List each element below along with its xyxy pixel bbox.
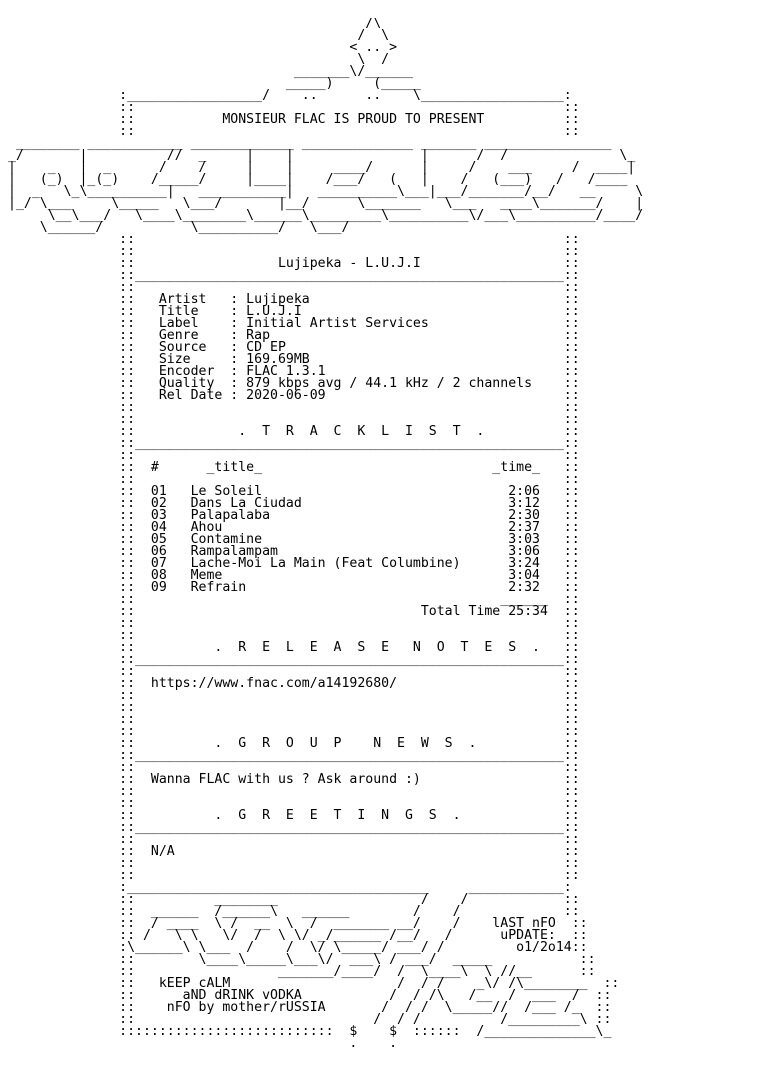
nfo-line: :: 03 Palapalaba 2:30 :: — [8, 508, 580, 523]
nfo-text: /\ / \ < .. > \ / _______\/______ — [8, 18, 760, 1084]
nfo-line: :: ________ / / :: — [8, 892, 580, 907]
nfo-line: < .. > — [8, 40, 398, 55]
nfo-line: _______\/______ — [8, 64, 413, 79]
nfo-line: :: . G R O U P N E W S . :: — [8, 736, 580, 751]
nfo-line: :: 06 Rampalampam 3:06 :: — [8, 544, 580, 559]
nfo-line: \__\___/ \____\________\______\_________… — [8, 208, 644, 223]
nfo-line: :: N/A :: — [8, 844, 580, 859]
nfo-line: :: Total Time 25:34 :: — [8, 604, 580, 619]
nfo-line: :: / \ \ \/ / \ \/ _/______ /__/ / uPDAT… — [8, 928, 588, 943]
nfo-line: :: :: — [8, 124, 580, 139]
nfo-line: :: 07 Lache-Moi La Main (Feat Columbine)… — [8, 556, 580, 571]
nfo-line: :: Wanna FLAC with us ? Ask around :) :: — [8, 772, 580, 787]
nfo-line: :: :: — [8, 712, 580, 727]
nfo-line: :: ______ :: — [8, 592, 580, 607]
nfo-line: :: Quality : 879 kbps avg / 44.1 kHz / 2… — [8, 376, 580, 391]
nfo-line: :: Size : 169.69MB :: — [8, 352, 580, 367]
nfo-line: :: :: — [8, 784, 580, 799]
nfo-line: ::______________________________________… — [8, 748, 580, 763]
nfo-line: :: :: — [8, 688, 580, 703]
nfo-line: |_/ \___ \_____ \___/ |__/ \_______ \___… — [8, 196, 644, 211]
nfo-line: :: :: — [8, 232, 580, 247]
nfo-line: :: # _title_ _time_ :: — [8, 460, 580, 475]
nfo-line: | _ | _ / / | | ____/ | / ___ / ____| — [8, 160, 636, 175]
nfo-line: . . — [8, 1036, 612, 1051]
nfo-line: _/ | // _ | | | / / \_ — [8, 148, 636, 163]
nfo-line: _____) (_____ — [8, 76, 421, 91]
nfo-line: ::::::::::::::::::::::::::: $ $ :::::: /… — [8, 1024, 612, 1039]
nfo-line: :: 09 Refrain 2:32 :: — [8, 580, 580, 595]
nfo-line: :: ______ /______\ ______ / / :: — [8, 904, 580, 919]
nfo-line: :: :: — [8, 760, 580, 775]
nfo-line: :: :: — [8, 724, 580, 739]
nfo-line: :: Artist : Lujipeka :: — [8, 292, 580, 307]
nfo-line: :: Label : Initial Artist Services :: — [8, 316, 580, 331]
nfo-line: :: MONSIEUR FLAC IS PROUD TO PRESENT :: — [8, 112, 580, 127]
nfo-line: :: 02 Dans La Ciudad 3:12 :: — [8, 496, 580, 511]
nfo-line: :: . R E L E A S E N O T E S . :: — [8, 640, 580, 655]
nfo-line: :\______\ \___ / / \/ \_____/ ___/ / o1/… — [8, 940, 588, 955]
nfo-line: \ / — [8, 52, 390, 67]
nfo-line: :: _______/____/ / \____\ \ //__ :: — [8, 964, 596, 979]
nfo-line: :: / / / /_________\ :: — [8, 1012, 612, 1027]
nfo-line: / \ — [8, 28, 390, 43]
nfo-line: :: 01 Le Soleil 2:06 :: — [8, 484, 580, 499]
nfo-line: :: 08 Meme 3:04 :: — [8, 568, 580, 583]
nfo-line: ::______________________________________… — [8, 652, 580, 667]
nfo-line: | _ \_\__________| ___________| ________… — [8, 184, 644, 199]
nfo-line: :: :: — [8, 832, 580, 847]
nfo-line: | (_) |_(_) /_____/ |____| /___/ ( | / (… — [8, 172, 628, 187]
nfo-line: :: Source : CD EP :: — [8, 340, 580, 355]
nfo-line: :: Title : L.U.J.I :: — [8, 304, 580, 319]
nfo-line: ________ ____________ _____________ ____… — [8, 136, 612, 151]
nfo-line: :: 05 Contamine 3:03 :: — [8, 532, 580, 547]
nfo-line: :: . T R A C K L I S T . :: — [8, 424, 580, 439]
nfo-line: /\ — [8, 18, 382, 31]
nfo-line: :: Rel Date : 2020-06-09 :: — [8, 388, 580, 403]
nfo-line: :______________________________________ … — [8, 880, 572, 895]
nfo-line: :: :: — [8, 400, 580, 415]
nfo-line: ::______________________________________… — [8, 436, 580, 451]
nfo-line: :: :: — [8, 700, 580, 715]
nfo-line: :: Lujipeka - L.U.J.I :: — [8, 256, 580, 271]
nfo-line: :: :: — [8, 868, 580, 883]
nfo-line: :: / ____ \ / __ \ / _______ __/ / lAST … — [8, 916, 588, 931]
nfo-line: :: :: — [8, 856, 580, 871]
nfo-line: :: . G R E E T I N G S . :: — [8, 808, 580, 823]
nfo-line: :: https://www.fnac.com/a14192680/ :: — [8, 676, 580, 691]
nfo-line: :: Genre : Rap :: — [8, 328, 580, 343]
nfo-line: ::______________________________________… — [8, 820, 580, 835]
nfo-line: :: :: — [8, 796, 580, 811]
nfo-line: :: :: — [8, 280, 580, 295]
nfo-line: :: \____\_____\___\/ ___\ / ___/ _____ :… — [8, 952, 596, 967]
nfo-line: :: :: — [8, 664, 580, 679]
nfo-line: :: :: — [8, 100, 580, 115]
nfo-line: :: :: — [8, 412, 580, 427]
nfo-line: :: :: — [8, 628, 580, 643]
nfo-line: :: Encoder : FLAC 1.3.1 :: — [8, 364, 580, 379]
nfo-line: :: nFO by mother/rUSSIA / / / \_____// /… — [8, 1000, 612, 1015]
nfo-line: :: :: — [8, 448, 580, 463]
nfo-line: :: kEEP cALM / / / _\/ /\________ :: — [8, 976, 620, 991]
nfo-line: :_________________/ .. .. \_____________… — [8, 88, 572, 103]
nfo-line: :: :: — [8, 244, 580, 259]
nfo-line: \______/ \__________/ \___/ — [8, 220, 612, 235]
nfo-line: :: :: — [8, 472, 580, 487]
nfo-line: :: aND dRINK vODKA / / /\ /__ / ___ / :: — [8, 988, 612, 1003]
nfo-line: ::______________________________________… — [8, 268, 580, 283]
nfo-line: :: :: — [8, 616, 580, 631]
nfo-line: :: 04 Ahou 2:37 :: — [8, 520, 580, 535]
